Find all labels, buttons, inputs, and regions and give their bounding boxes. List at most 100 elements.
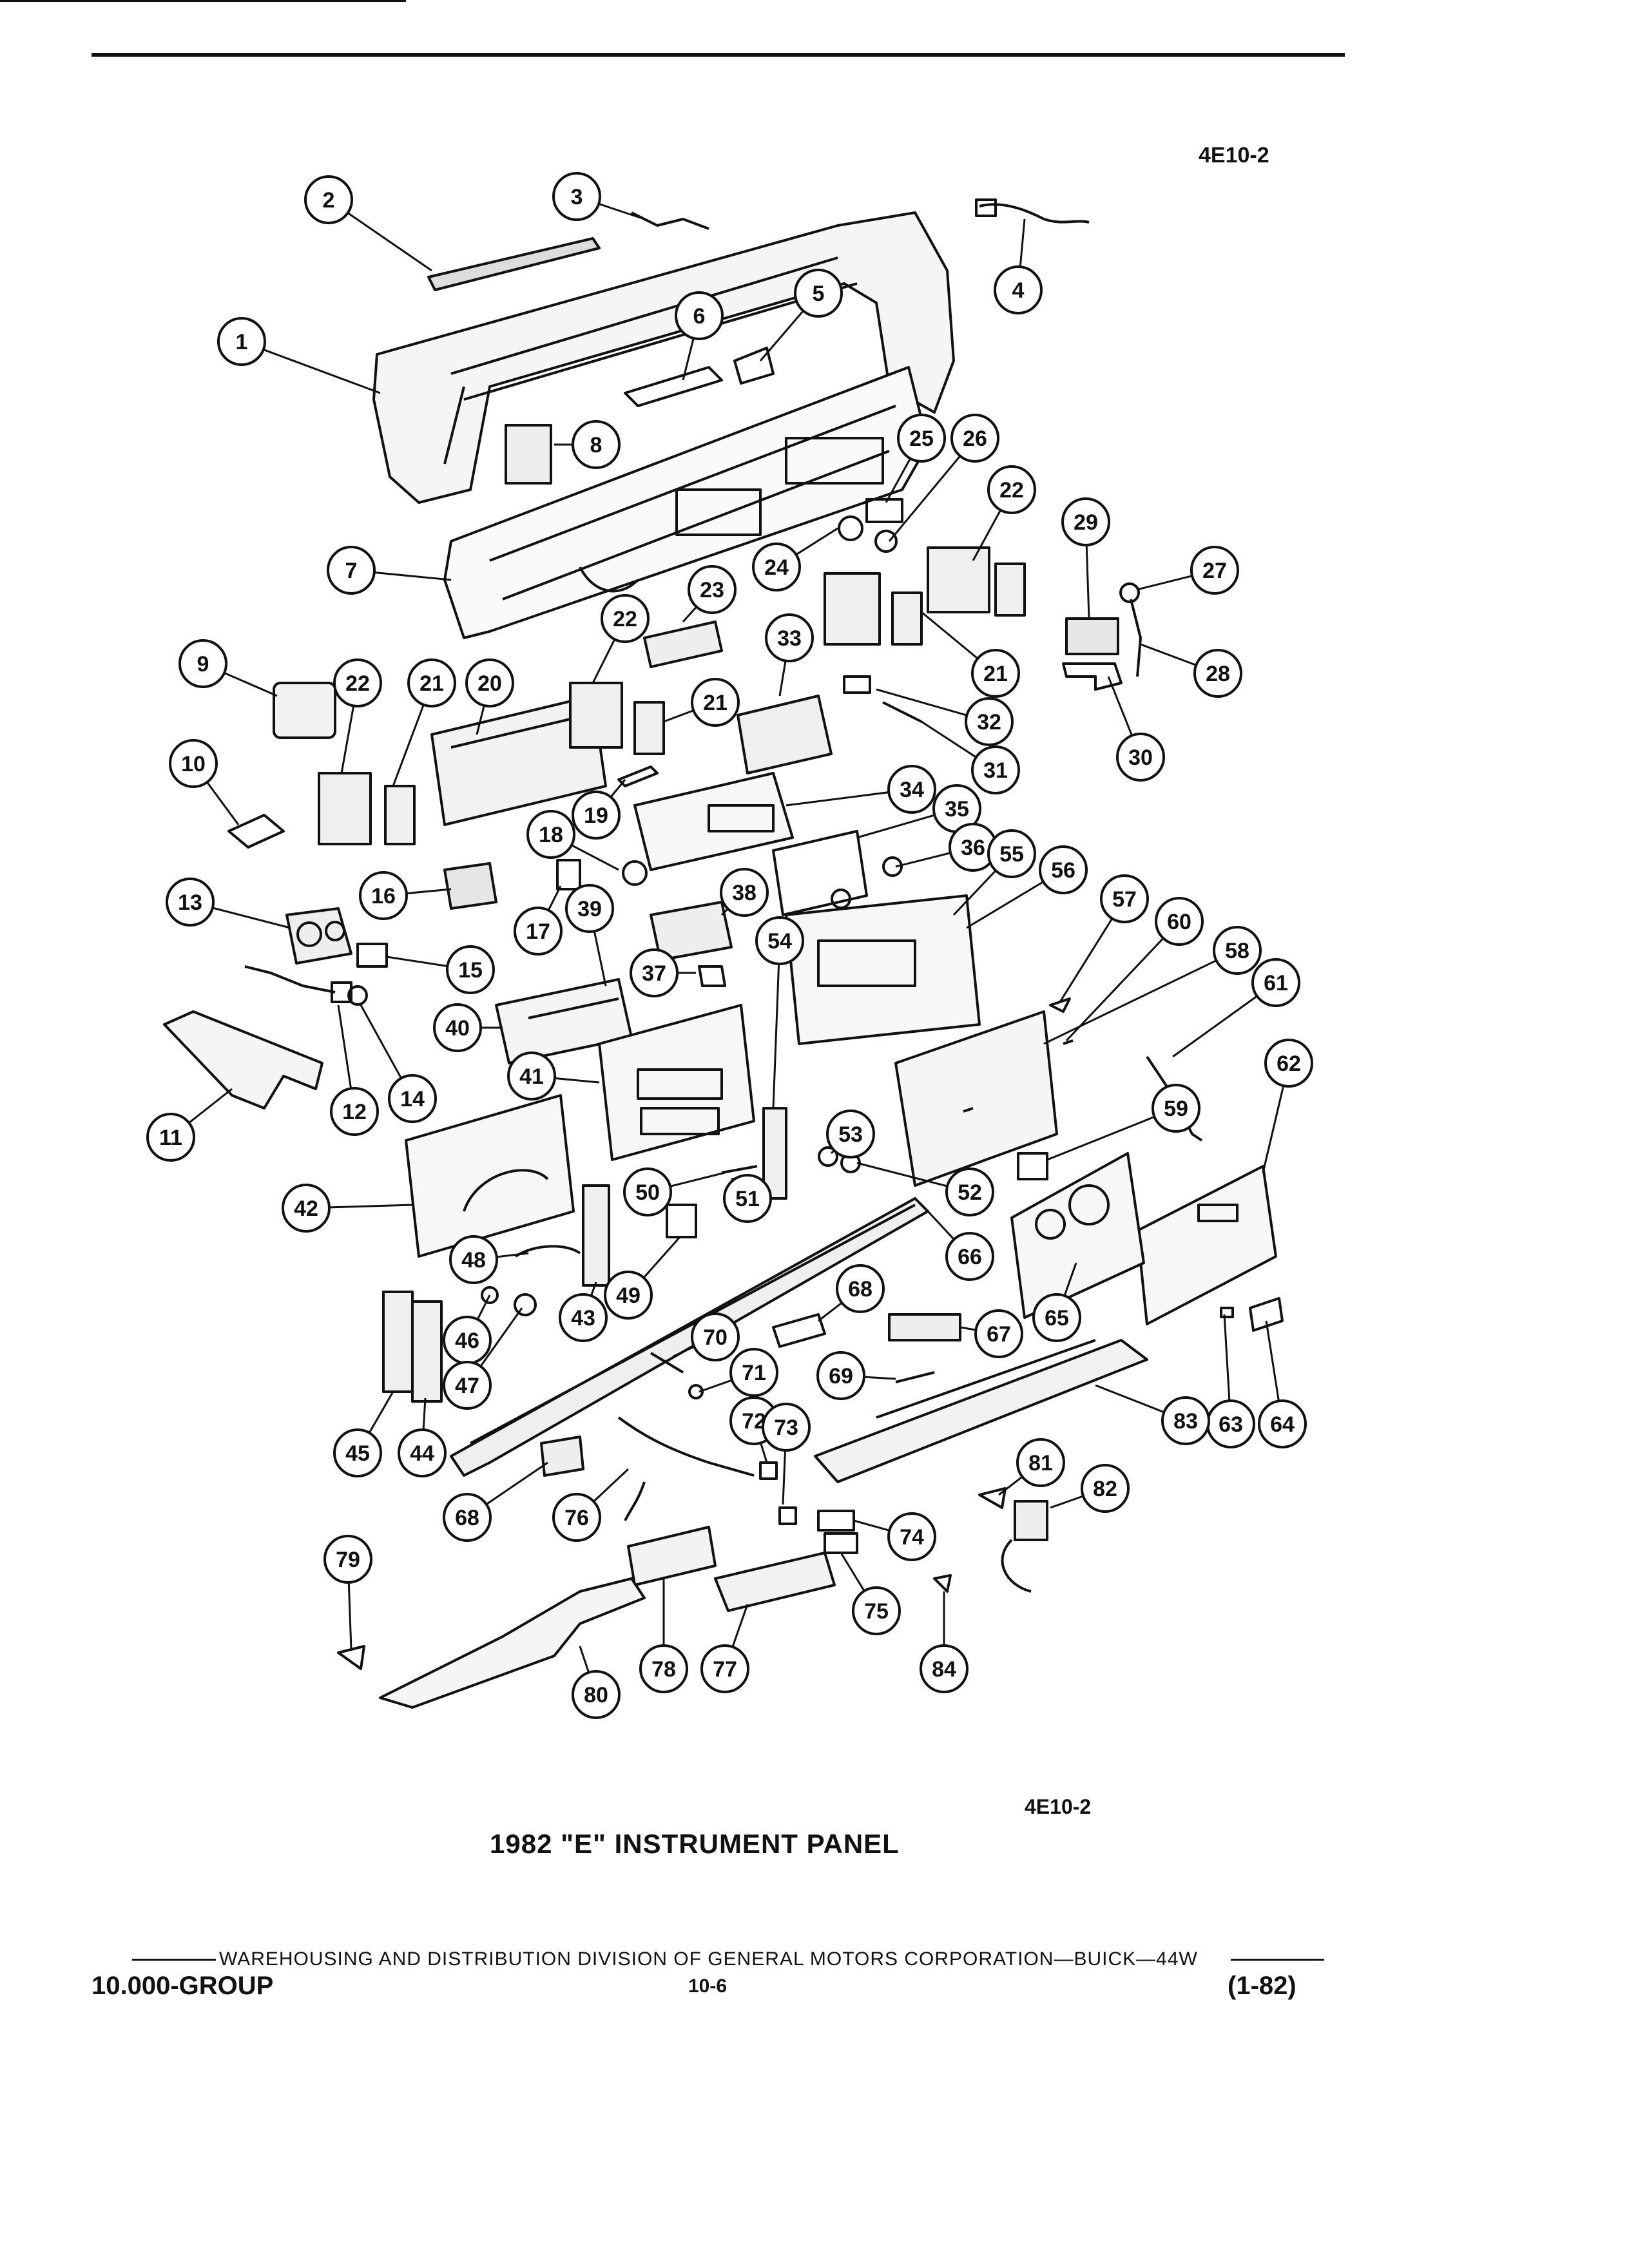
part-29 [1065, 617, 1119, 655]
part-60 [963, 1039, 1074, 1113]
callout-circle-3 [552, 172, 601, 221]
callout-label-12: 12 [342, 1100, 367, 1124]
callout-circle-4 [994, 265, 1043, 314]
callout-circle-24 [752, 543, 801, 591]
callout-circle-43 [559, 1293, 608, 1342]
callout-circle-74 [887, 1512, 936, 1561]
callout-label-68: 68 [848, 1277, 872, 1302]
callout-label-38: 38 [732, 881, 757, 905]
callout-circle-47 [443, 1361, 492, 1410]
callout-label-69: 69 [829, 1364, 853, 1389]
callout-circle-79 [323, 1535, 372, 1584]
callout-label-49: 49 [616, 1283, 641, 1308]
part-wiring-76 [617, 1416, 755, 1521]
callout-circle-80 [572, 1670, 621, 1719]
callout-label-7: 7 [345, 559, 358, 583]
callout-circle-21 [971, 649, 1020, 698]
callout-label-21: 21 [703, 691, 728, 715]
callout-label-52: 52 [958, 1180, 982, 1205]
callout-label-10: 10 [181, 752, 206, 776]
part-48 [514, 1245, 581, 1258]
callout-label-48: 48 [461, 1248, 486, 1273]
callout-label-24: 24 [764, 555, 789, 580]
part-bezel-22c [824, 572, 881, 646]
callout-label-59: 59 [1164, 1097, 1188, 1121]
callout-label-22: 22 [345, 671, 370, 696]
footer-date: (1-82) [1228, 1972, 1296, 2000]
callout-circle-52 [945, 1168, 994, 1216]
header-rule [92, 53, 1345, 57]
part-radio-34 [633, 772, 794, 871]
callout-label-68: 68 [455, 1506, 479, 1530]
part-71 [688, 1384, 704, 1399]
callout-circle-56 [1039, 845, 1088, 894]
callout-label-58: 58 [1225, 939, 1249, 963]
part-knob-14 [347, 985, 368, 1006]
part-bezel-22d [927, 546, 990, 613]
part-console-83 [814, 1339, 1148, 1483]
diagram-title: 1982 "E" INSTRUMENT PANEL [490, 1829, 900, 1859]
part-23 [643, 620, 723, 668]
part-carrier [443, 366, 929, 639]
part-cluster-20 [430, 695, 607, 826]
part-bezel-42 [405, 1094, 575, 1258]
part-78 [627, 1526, 717, 1586]
callout-circle-6 [675, 291, 724, 340]
callout-label-79: 79 [336, 1548, 360, 1572]
part-26 [874, 530, 898, 553]
part-28 [1130, 599, 1142, 677]
callout-label-6: 6 [693, 304, 706, 329]
part-31 [882, 701, 922, 723]
callout-label-21: 21 [419, 671, 444, 696]
callout-circle-8 [572, 420, 621, 469]
part-duct-80 [379, 1577, 646, 1709]
callout-circle-31 [971, 745, 1020, 794]
callout-circle-81 [1016, 1438, 1065, 1487]
callout-label-77: 77 [713, 1657, 737, 1682]
callout-circle-2 [304, 175, 353, 224]
callout-circle-20 [465, 658, 514, 707]
callout-circle-60 [1155, 897, 1204, 946]
footer-page: 10-6 [688, 1975, 728, 1997]
part-37 [698, 965, 726, 987]
callout-circle-68 [836, 1264, 885, 1313]
callout-label-65: 65 [1045, 1306, 1069, 1331]
part-10 [227, 814, 285, 849]
part-25 [865, 498, 903, 523]
callout-circle-40 [433, 1003, 482, 1052]
callout-circle-51 [723, 1174, 772, 1223]
part-vent-8 [505, 424, 552, 485]
callout-circle-45 [333, 1428, 382, 1477]
callout-label-57: 57 [1112, 887, 1137, 912]
part-74 [817, 1510, 855, 1532]
part-bezel-55 [785, 894, 981, 1045]
part-24 [838, 515, 863, 541]
part-door-62 [1136, 1165, 1277, 1325]
callout-circle-7 [327, 546, 376, 595]
callout-circle-83 [1161, 1396, 1210, 1445]
callout-label-61: 61 [1264, 971, 1288, 995]
callout-circle-48 [449, 1235, 498, 1284]
callout-label-66: 66 [958, 1245, 982, 1269]
callout-label-1: 1 [236, 330, 248, 354]
callout-label-29: 29 [1074, 510, 1098, 535]
part-79 [337, 1645, 365, 1670]
part-30 [1062, 662, 1123, 691]
part-9 [273, 682, 336, 739]
callout-circle-64 [1258, 1399, 1307, 1448]
callout-label-53: 53 [838, 1122, 863, 1147]
part-16 [443, 862, 497, 910]
callout-label-71: 71 [742, 1361, 766, 1385]
callout-circle-37 [630, 948, 679, 997]
callout-label-54: 54 [767, 929, 792, 954]
callout-label-64: 64 [1270, 1412, 1295, 1437]
callout-label-60: 60 [1167, 910, 1191, 934]
callout-label-30: 30 [1128, 745, 1153, 770]
callout-label-43: 43 [571, 1306, 595, 1331]
part-75 [824, 1532, 858, 1554]
callout-label-84: 84 [932, 1657, 956, 1682]
callout-circle-10 [169, 739, 218, 788]
callout-circle-78 [639, 1644, 688, 1693]
callout-leader-54 [772, 940, 781, 1109]
callout-label-34: 34 [900, 778, 924, 802]
